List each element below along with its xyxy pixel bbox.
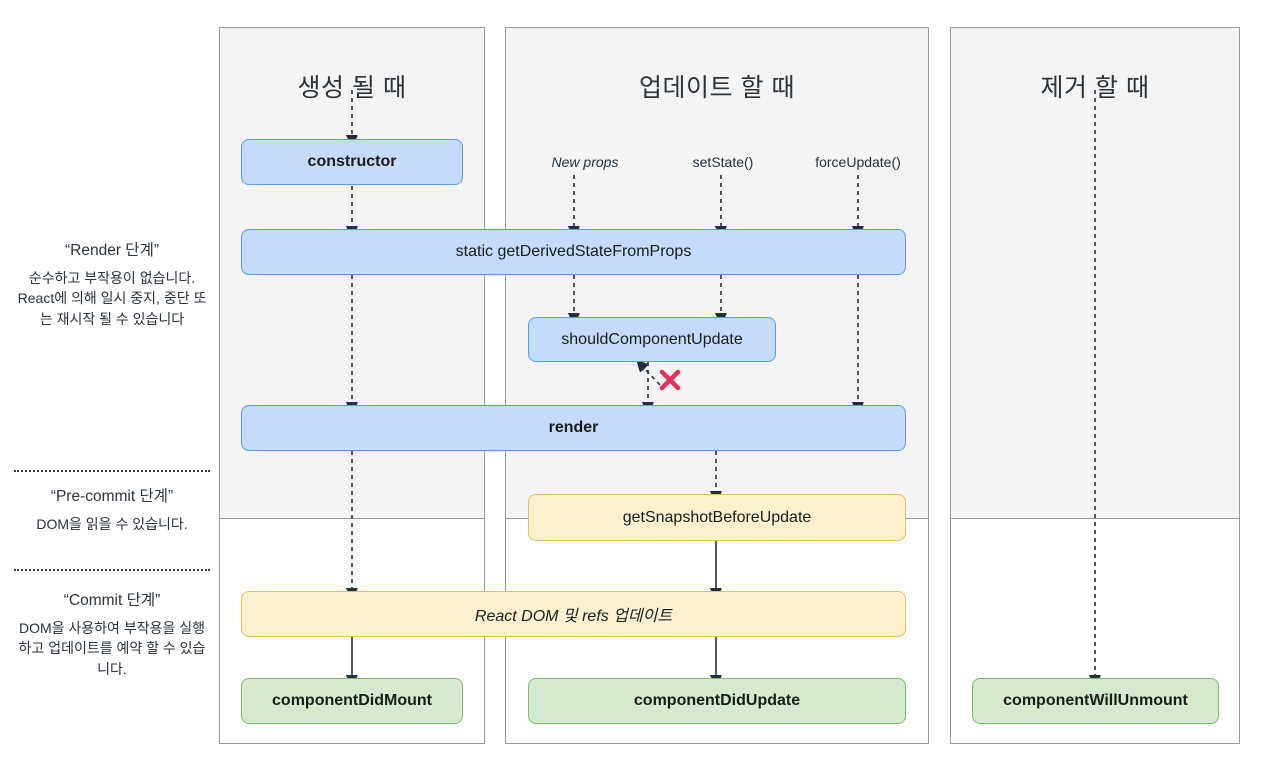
column-title-unmounting: 제거 할 때: [1040, 74, 1150, 102]
lifecycle-box-should-component-update[interactable]: shouldComponentUpdate: [528, 317, 776, 362]
lifecycle-box-component-did-mount[interactable]: componentDidMount: [241, 678, 463, 724]
lifecycle-box-get-snapshot-before-update[interactable]: getSnapshotBeforeUpdate: [528, 494, 906, 541]
lifecycle-box-render[interactable]: render: [241, 405, 906, 451]
trigger-label-new-props: New props: [551, 154, 619, 170]
lifecycle-box-component-did-update[interactable]: componentDidUpdate: [528, 678, 906, 724]
phase-desc-commit: DOM을 사용하여 부작용을 실행하고 업데이트를 예약 할 수 있습니다.: [18, 620, 206, 677]
phase-label-commit: “Commit 단계” DOM을 사용하여 부작용을 실행하고 업데이트를 예약…: [14, 588, 210, 679]
phase-label-pre-commit: “Pre-commit 단계” DOM을 읽을 수 있습니다.: [14, 484, 210, 534]
phase-desc-render: 순수하고 부작용이 없습니다. React에 의해 일시 중지, 중단 또는 재…: [17, 270, 207, 327]
lifecycle-box-constructor[interactable]: constructor: [241, 139, 463, 185]
phase-title-pre-commit: “Pre-commit 단계”: [50, 488, 174, 505]
lifecycle-box-get-derived-state-from-props[interactable]: static getDerivedStateFromProps: [241, 229, 906, 275]
phase-desc-pre-commit: DOM을 읽을 수 있습니다.: [36, 516, 188, 532]
trigger-label-set-state: setState(): [692, 154, 754, 170]
lifecycle-box-react-dom-and-refs[interactable]: React DOM 및 refs 업데이트: [241, 591, 906, 637]
phase-title-render: “Render 단계”: [65, 242, 159, 259]
trigger-label-force-update: forceUpdate(): [815, 154, 901, 170]
phase-label-render: “Render 단계” 순수하고 부작용이 없습니다. React에 의해 일시…: [14, 238, 210, 329]
phase-divider-top: [14, 470, 210, 472]
column-title-mounting: 생성 될 때: [297, 74, 407, 102]
column-title-updating: 업데이트 할 때: [639, 74, 795, 102]
phase-title-commit: “Commit 단계”: [63, 592, 161, 609]
phase-divider-bottom: [14, 569, 210, 571]
lifecycle-box-component-will-unmount[interactable]: componentWillUnmount: [972, 678, 1219, 724]
skip-render-x-icon: [659, 369, 681, 391]
